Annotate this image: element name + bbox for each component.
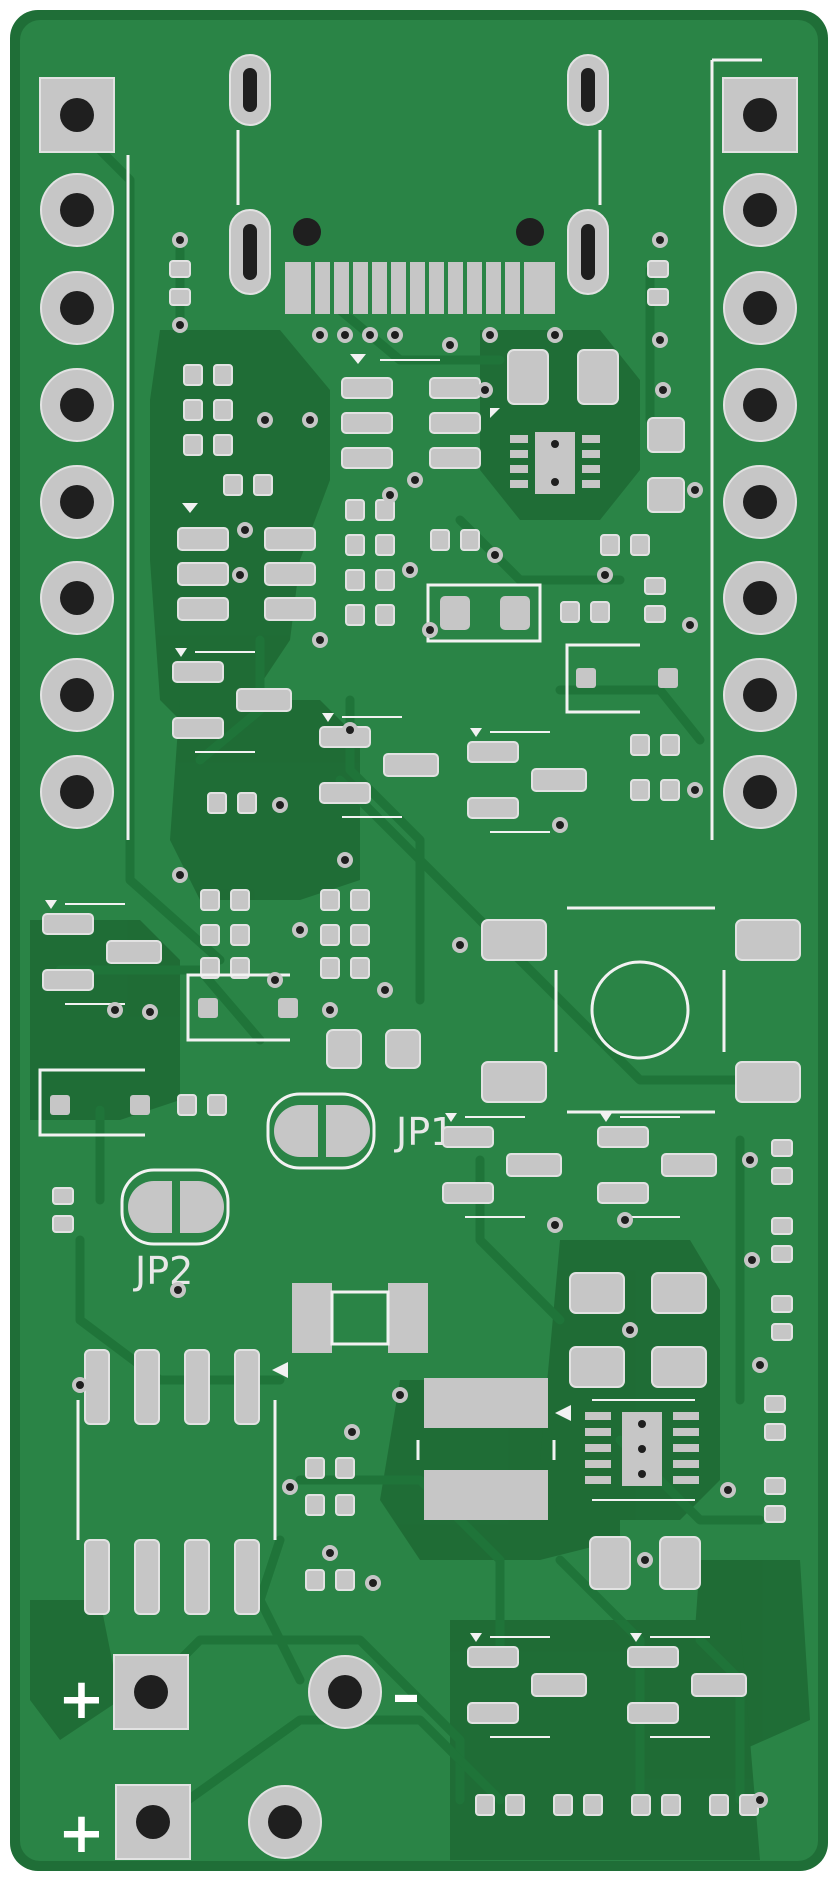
inductor-large xyxy=(416,1378,571,1520)
power-terminal-bottom-square xyxy=(115,1784,191,1860)
header-left-pin-3 xyxy=(40,271,114,345)
header-right-pin-7 xyxy=(723,658,797,732)
ic-sot23-6-top xyxy=(341,354,481,469)
capacitor-bottom-right xyxy=(589,1536,701,1590)
header-left-pin-2 xyxy=(40,173,114,247)
usb-c-connector xyxy=(229,54,609,314)
label-plus-bottom: + xyxy=(58,1801,105,1866)
header-left xyxy=(39,77,130,840)
ic-soic8 xyxy=(76,1349,288,1615)
tactile-button xyxy=(481,906,801,1114)
header-left-pin-7 xyxy=(40,658,114,732)
header-right-pin-5 xyxy=(723,465,797,539)
power-terminal-bottom-round xyxy=(248,1785,322,1859)
power-terminal-top-round xyxy=(308,1655,382,1729)
header-right-pin-4 xyxy=(723,368,797,442)
ic-msop10 xyxy=(585,1399,699,1501)
header-left-pin-6 xyxy=(40,561,114,635)
capacitor-mid xyxy=(326,1029,421,1069)
capacitor-large-top xyxy=(507,349,619,405)
header-right-pin-2 xyxy=(723,173,797,247)
power-terminal-top-square xyxy=(113,1654,189,1730)
header-right-pin-8 xyxy=(723,755,797,829)
jumper-jp2 xyxy=(120,1168,230,1246)
header-right-pin-6 xyxy=(723,561,797,635)
jumper-jp1 xyxy=(266,1092,376,1170)
header-right-pin-3 xyxy=(723,271,797,345)
sot-outline-mid xyxy=(186,973,298,1042)
ic-sot23-6-left xyxy=(177,503,316,621)
capacitor-bank-right xyxy=(569,1272,707,1388)
capacitor-right-top xyxy=(647,417,685,513)
sot-outline-left xyxy=(38,1068,150,1137)
ic-dfn-top xyxy=(490,408,600,494)
header-right xyxy=(710,58,798,840)
sot-outline-right xyxy=(565,643,678,714)
label-minus: – xyxy=(392,1663,420,1728)
header-left-pin-8 xyxy=(40,755,114,829)
header-left-pin-5 xyxy=(40,465,114,539)
label-plus-top: + xyxy=(58,1667,105,1732)
diode-top xyxy=(426,583,542,643)
header-left-pin-4 xyxy=(40,368,114,442)
inductor-small xyxy=(292,1283,428,1353)
